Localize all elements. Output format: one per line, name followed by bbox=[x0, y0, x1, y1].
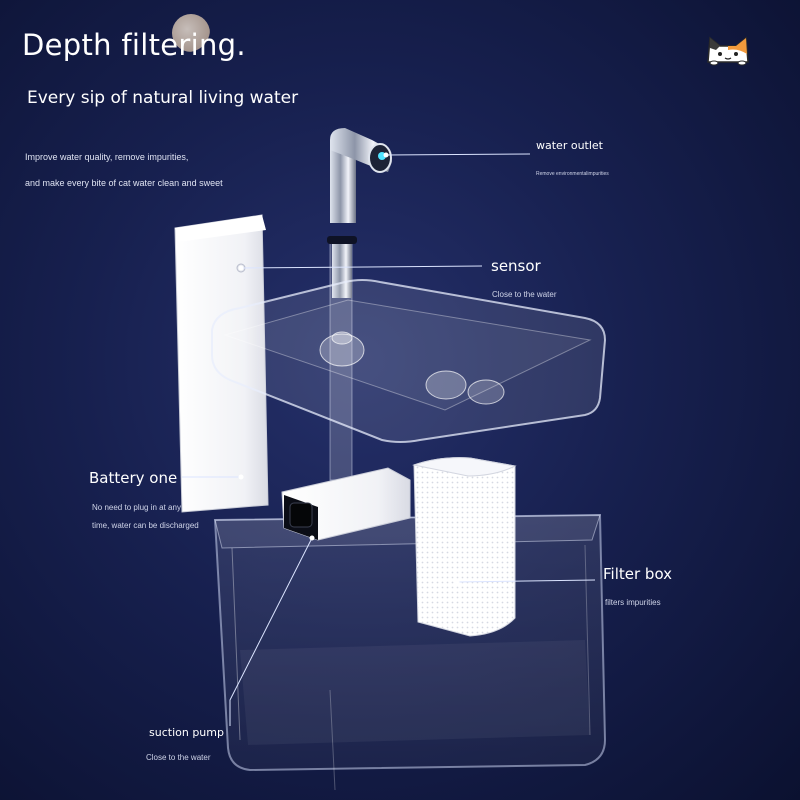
battery-desc-line-1: No need to plug in at any bbox=[92, 503, 181, 512]
intro-line-1: Improve water quality, remove impurities… bbox=[25, 152, 189, 162]
tray-nozzle-right bbox=[425, 370, 505, 405]
filter-box-label: Filter box bbox=[603, 565, 673, 583]
suction-pump bbox=[281, 467, 411, 541]
drinking-tray bbox=[211, 279, 607, 443]
page-title: Depth filtering. bbox=[22, 28, 246, 62]
cat-face-icon bbox=[707, 36, 749, 66]
suction-pump-desc: Close to the water bbox=[146, 753, 211, 762]
callout-lines bbox=[182, 153, 596, 726]
sensor-desc: Close to the water bbox=[492, 290, 557, 299]
battery-column bbox=[174, 214, 269, 513]
filter-box-desc: filters impurities bbox=[605, 598, 661, 607]
page-subtitle: Every sip of natural living water bbox=[27, 88, 299, 108]
tray-nozzle-left bbox=[319, 331, 365, 367]
faucet bbox=[330, 128, 392, 223]
intro-line-2: and make every bite of cat water clean a… bbox=[25, 178, 223, 188]
suction-pump-label: suction pump bbox=[149, 726, 224, 739]
battery-desc-line-2: time, water can be discharged bbox=[92, 521, 199, 530]
filter-box bbox=[412, 457, 517, 637]
battery-label: Battery one bbox=[89, 469, 178, 487]
water-outlet-label: water outlet bbox=[536, 139, 603, 152]
water-outlet-desc: Remove environmentalimpurities bbox=[536, 171, 609, 177]
sensor-label: sensor bbox=[491, 257, 541, 275]
callout-dots bbox=[238, 152, 460, 585]
decorative-moon bbox=[172, 14, 210, 52]
water-tank bbox=[213, 513, 607, 791]
